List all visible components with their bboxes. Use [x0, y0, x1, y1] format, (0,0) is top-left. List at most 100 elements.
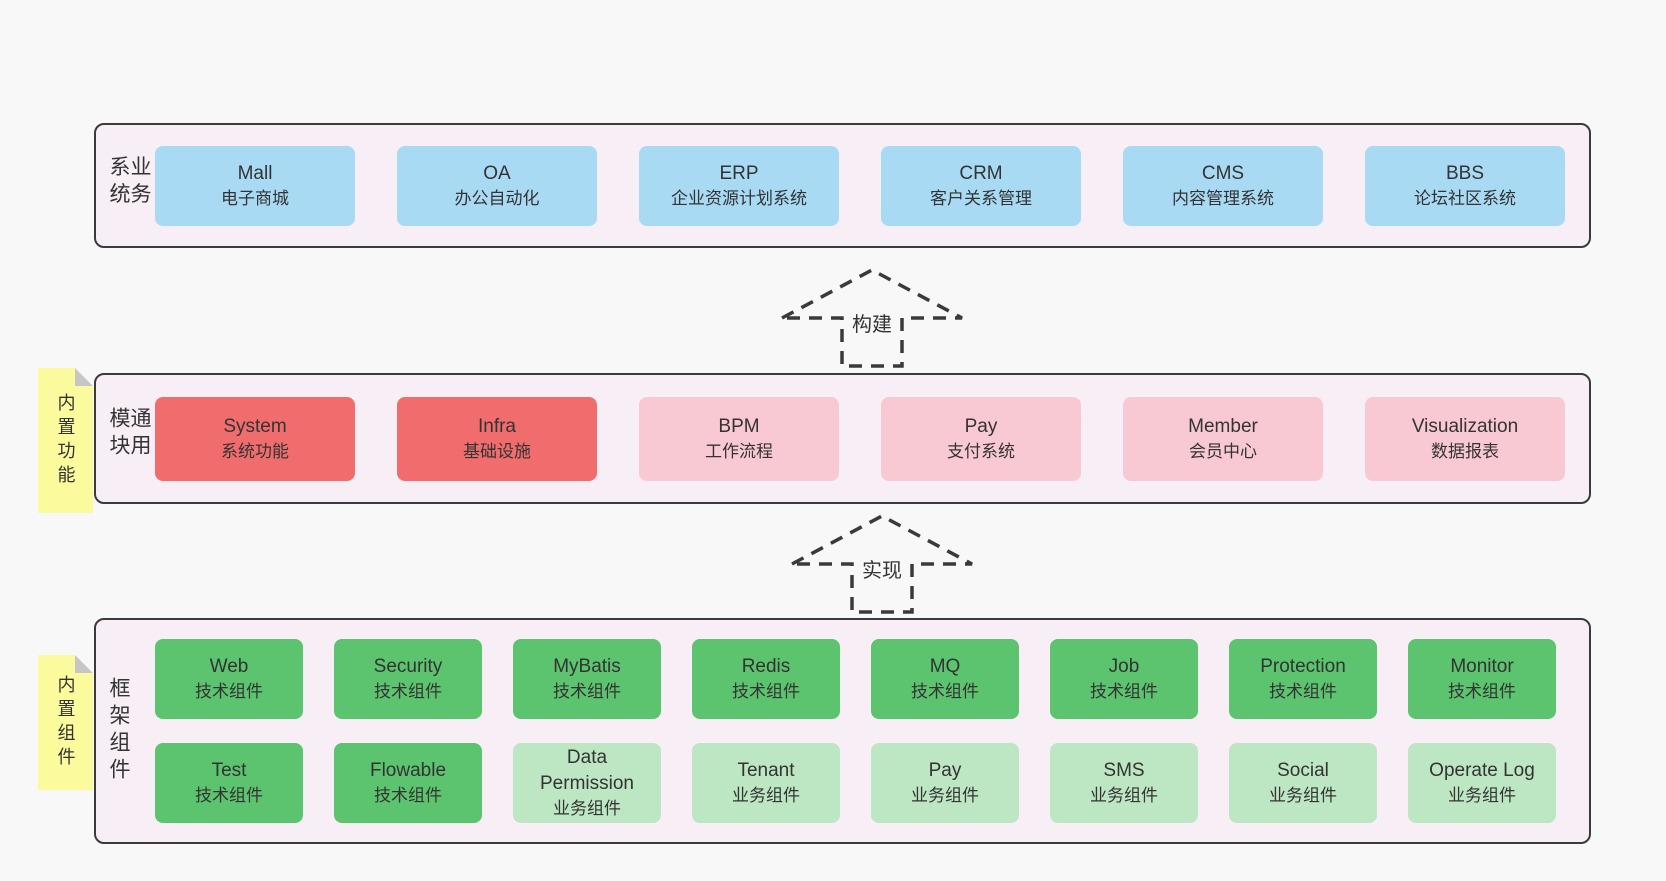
box-protection: Protection 技术组件	[1229, 639, 1377, 719]
box-security-subtitle: 技术组件	[374, 682, 442, 702]
box-pay-module: Pay 支付系统	[881, 396, 1081, 481]
box-erp-subtitle: 企业资源计划系统	[671, 188, 807, 208]
box-member-title: Member	[1188, 415, 1258, 437]
sticky-note-built-in-features: 内置功能	[38, 368, 93, 513]
box-member: Member 会员中心	[1123, 396, 1323, 481]
common-modules-box-row: System 系统功能 Infra 基础设施 BPM 工作流程 Pay 支付系统…	[155, 375, 1565, 502]
box-test-title: Test	[211, 760, 247, 782]
box-job-title: Job	[1108, 656, 1140, 678]
box-bpm-subtitle: 工作流程	[705, 441, 773, 461]
box-oa-title: OA	[483, 162, 511, 184]
build-arrow: 构建	[772, 262, 972, 368]
box-protection-title: Protection	[1260, 656, 1346, 678]
box-flowable-title: Flowable	[369, 760, 447, 782]
box-operate-log-subtitle: 业务组件	[1448, 786, 1516, 806]
box-mybatis: MyBatis 技术组件	[513, 639, 661, 719]
box-pay-component-title: Pay	[928, 760, 962, 782]
box-web-title: Web	[209, 656, 249, 678]
box-tenant-subtitle: 业务组件	[732, 786, 800, 806]
box-pay-component-subtitle: 业务组件	[911, 786, 979, 806]
band-business-systems-label: 业务系统	[107, 155, 151, 210]
box-test: Test 技术组件	[155, 743, 303, 823]
band-framework-components-label: 框架组件	[107, 677, 130, 785]
box-cms-subtitle: 内容管理系统	[1172, 188, 1274, 208]
box-infra-subtitle: 基础设施	[463, 441, 531, 461]
box-security: Security 技术组件	[334, 639, 482, 719]
box-social-subtitle: 业务组件	[1269, 786, 1337, 806]
box-bbs: BBS 论坛社区系统	[1365, 145, 1565, 226]
box-data-permission: Data Permission 业务组件	[513, 743, 661, 823]
box-bbs-subtitle: 论坛社区系统	[1414, 188, 1516, 208]
box-sms-subtitle: 业务组件	[1090, 786, 1158, 806]
box-oa: OA 办公自动化	[397, 145, 597, 226]
box-pay-module-subtitle: 支付系统	[947, 441, 1015, 461]
box-system: System 系统功能	[155, 396, 355, 481]
box-sms-title: SMS	[1103, 760, 1145, 782]
box-pay-component: Pay 业务组件	[871, 743, 1019, 823]
business-systems-box-row: Mall 电子商城 OA 办公自动化 ERP 企业资源计划系统 CRM 客户关系…	[155, 125, 1565, 246]
band-framework-components: 框架组件 Web 技术组件 Security 技术组件 MyBatis 技术组件…	[94, 618, 1591, 844]
box-visualization-title: Visualization	[1411, 415, 1519, 437]
box-flowable: Flowable 技术组件	[334, 743, 482, 823]
box-job-subtitle: 技术组件	[1090, 682, 1158, 702]
box-oa-subtitle: 办公自动化	[454, 188, 540, 208]
box-security-title: Security	[373, 656, 443, 678]
box-social-title: Social	[1277, 760, 1329, 782]
box-social: Social 业务组件	[1229, 743, 1377, 823]
box-crm-subtitle: 客户关系管理	[930, 188, 1032, 208]
box-mall-title: Mall	[237, 162, 273, 184]
box-mq-title: MQ	[929, 656, 961, 678]
box-web-subtitle: 技术组件	[195, 682, 263, 702]
sticky-note-built-in-features-label: 内置功能	[55, 392, 76, 489]
box-redis-subtitle: 技术组件	[732, 682, 800, 702]
box-monitor-title: Monitor	[1450, 656, 1514, 678]
box-flowable-subtitle: 技术组件	[374, 786, 442, 806]
box-erp: ERP 企业资源计划系统	[639, 145, 839, 226]
box-visualization-subtitle: 数据报表	[1431, 441, 1499, 461]
box-data-permission-title: Data Permission	[540, 747, 634, 795]
box-cms-title: CMS	[1201, 162, 1245, 184]
box-mybatis-subtitle: 技术组件	[553, 682, 621, 702]
box-infra-title: Infra	[477, 415, 517, 437]
box-bbs-title: BBS	[1445, 162, 1485, 184]
box-member-subtitle: 会员中心	[1189, 441, 1257, 461]
box-operate-log-title: Operate Log	[1429, 760, 1535, 782]
band-common-modules: 通用模块 System 系统功能 Infra 基础设施 BPM 工作流程 Pay…	[94, 373, 1591, 504]
box-mq: MQ 技术组件	[871, 639, 1019, 719]
box-sms: SMS 业务组件	[1050, 743, 1198, 823]
implement-arrow-label: 实现	[859, 554, 905, 583]
box-data-permission-subtitle: 业务组件	[553, 799, 621, 819]
box-tenant: Tenant 业务组件	[692, 743, 840, 823]
up-arrow-dashed-icon	[781, 268, 963, 368]
box-monitor-subtitle: 技术组件	[1448, 682, 1516, 702]
framework-components-row-2: Test 技术组件 Flowable 技术组件 Data Permission …	[155, 743, 1556, 823]
box-mybatis-title: MyBatis	[553, 656, 621, 678]
band-business-systems: 业务系统 Mall 电子商城 OA 办公自动化 ERP 企业资源计划系统 CRM…	[94, 123, 1591, 248]
box-cms: CMS 内容管理系统	[1123, 145, 1323, 226]
box-job: Job 技术组件	[1050, 639, 1198, 719]
box-system-title: System	[223, 415, 287, 437]
up-arrow-dashed-icon	[791, 514, 973, 614]
box-tenant-title: Tenant	[737, 760, 795, 782]
box-protection-subtitle: 技术组件	[1269, 682, 1337, 702]
note-folded-corner-icon	[75, 655, 93, 673]
box-mq-subtitle: 技术组件	[911, 682, 979, 702]
box-pay-module-title: Pay	[964, 415, 998, 437]
note-folded-corner-icon	[75, 368, 93, 386]
box-mall-subtitle: 电子商城	[221, 188, 289, 208]
box-operate-log: Operate Log 业务组件	[1408, 743, 1556, 823]
framework-components-row-1: Web 技术组件 Security 技术组件 MyBatis 技术组件 Redi…	[155, 639, 1556, 719]
box-crm: CRM 客户关系管理	[881, 145, 1081, 226]
box-bpm-title: BPM	[718, 415, 760, 437]
sticky-note-built-in-components: 内置组件	[38, 655, 93, 790]
box-bpm: BPM 工作流程	[639, 396, 839, 481]
sticky-note-built-in-components-label: 内置组件	[55, 674, 76, 771]
box-mall: Mall 电子商城	[155, 145, 355, 226]
band-common-modules-label: 通用模块	[107, 406, 151, 461]
box-monitor: Monitor 技术组件	[1408, 639, 1556, 719]
box-web: Web 技术组件	[155, 639, 303, 719]
box-test-subtitle: 技术组件	[195, 786, 263, 806]
box-system-subtitle: 系统功能	[221, 441, 289, 461]
implement-arrow: 实现	[782, 508, 982, 614]
